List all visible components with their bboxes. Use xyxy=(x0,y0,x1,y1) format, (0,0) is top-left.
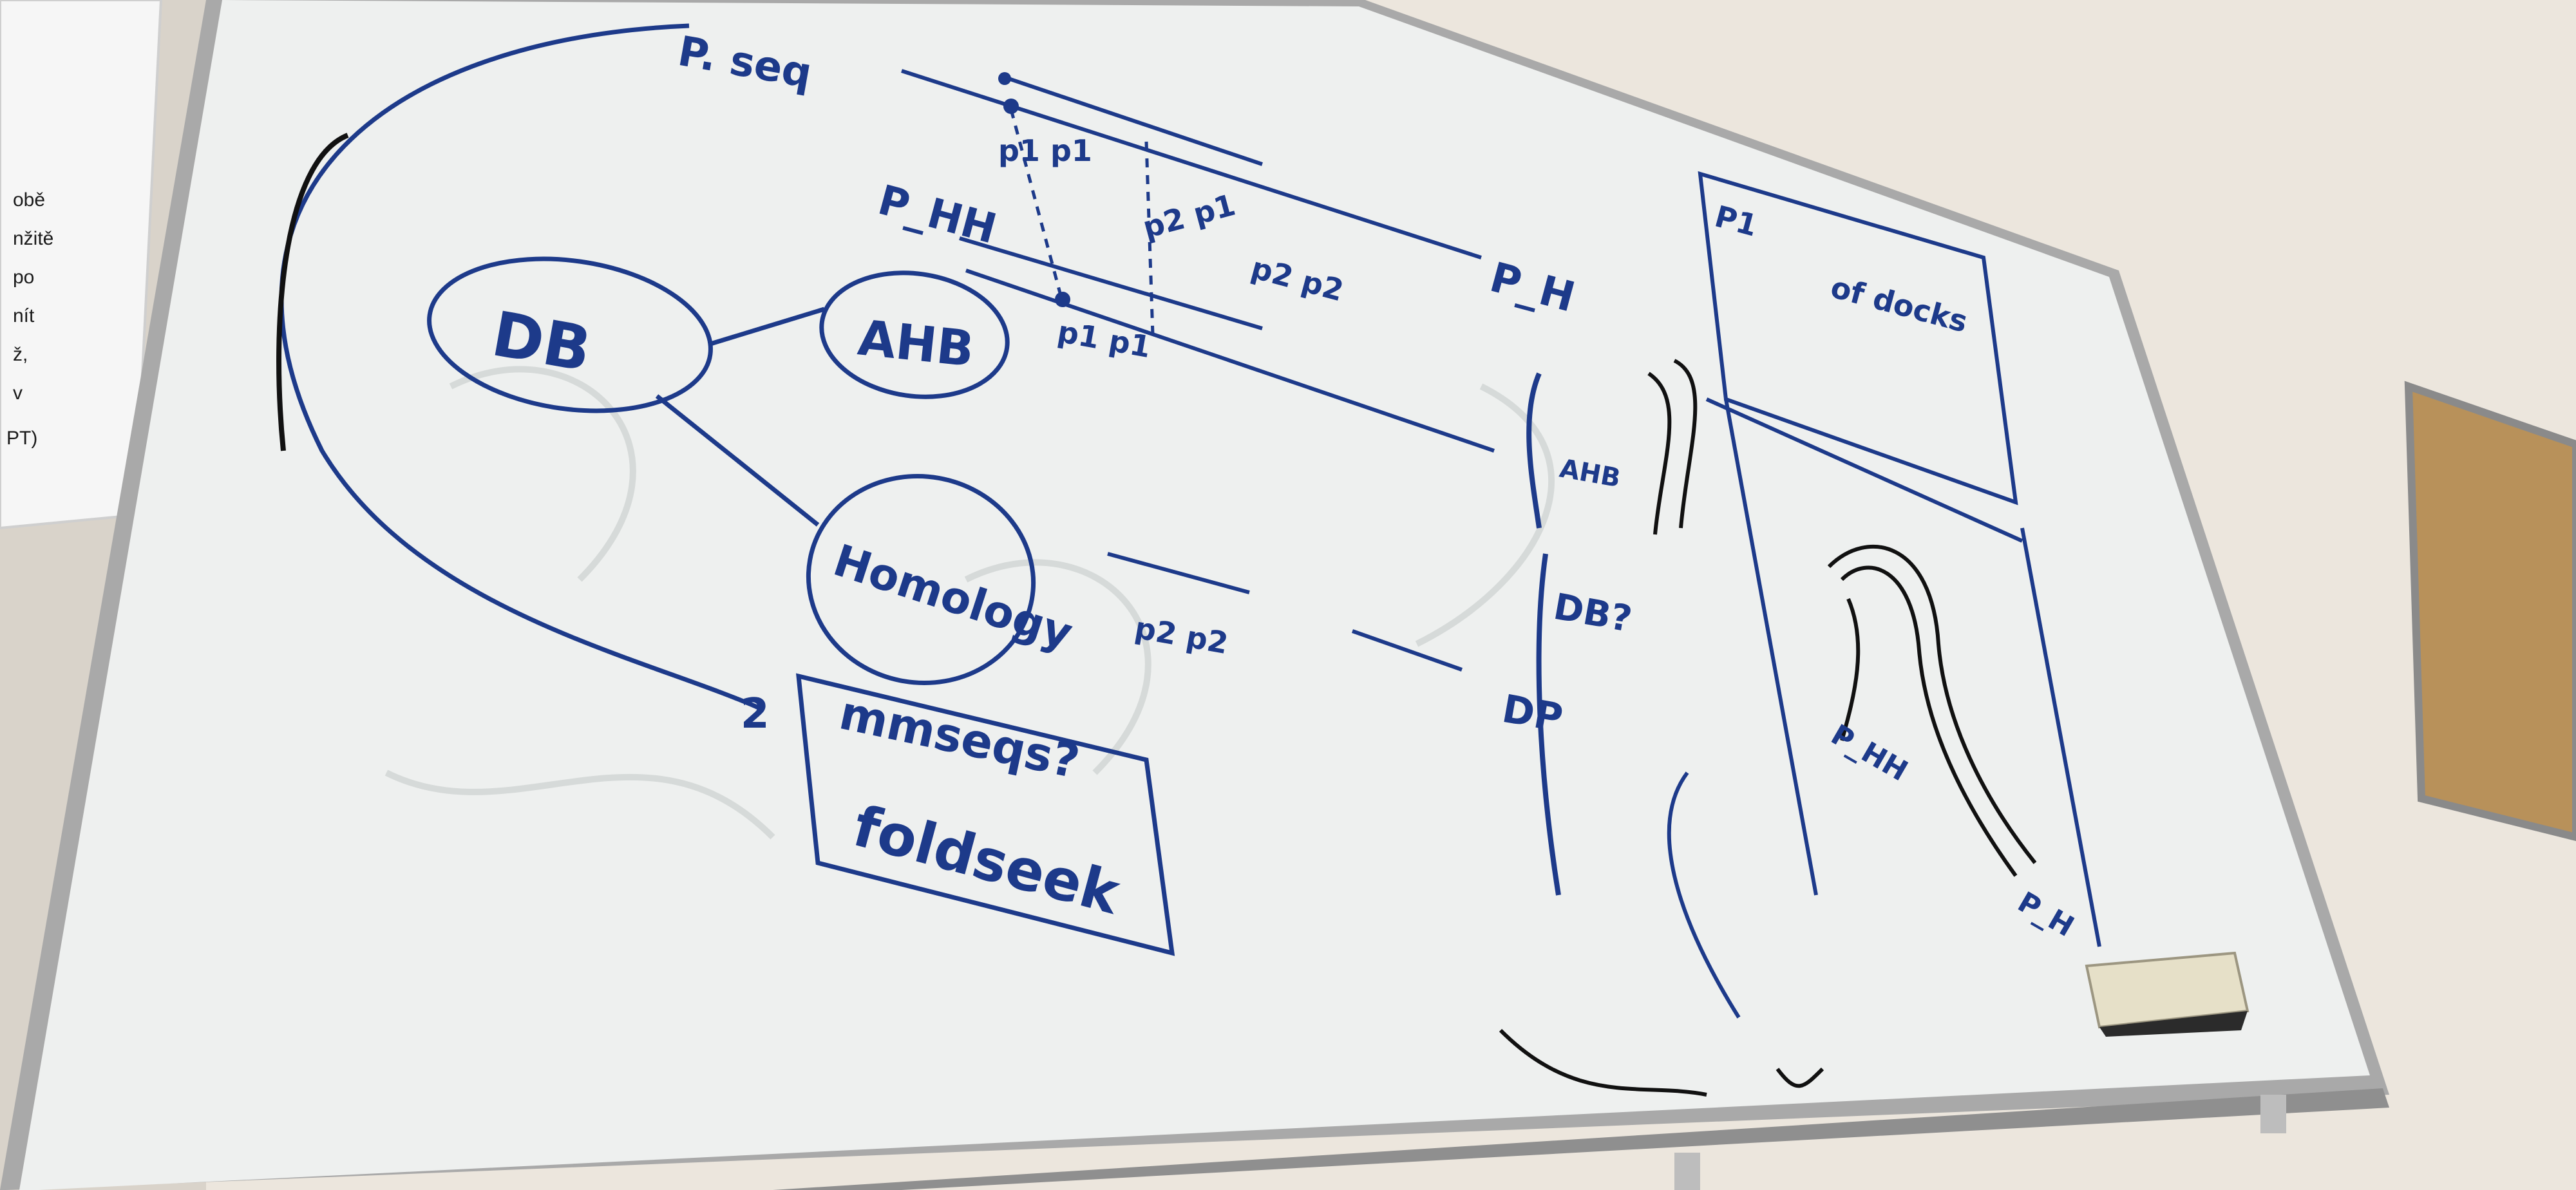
right-panel xyxy=(1526,171,2101,1019)
badge-number: 2 xyxy=(741,690,770,738)
paper-note-line: po xyxy=(13,267,34,288)
structure-sketch xyxy=(1499,359,2037,1097)
db-node: DB xyxy=(427,256,713,413)
segment-label: p1 p1 xyxy=(998,133,1092,168)
ahb-label: AHB xyxy=(855,308,977,377)
paper-note-line: nít xyxy=(13,305,35,326)
sequence-lines xyxy=(901,69,1495,672)
eraser-icon xyxy=(2085,951,2249,1037)
tray-clip xyxy=(2260,1095,2286,1133)
tray-clip xyxy=(1674,1153,1700,1190)
paper-note-line: v xyxy=(13,382,23,404)
ahb-node: AHB xyxy=(819,270,1010,399)
node-connectors xyxy=(655,307,826,527)
sequence-points xyxy=(998,72,1070,307)
marker-tray xyxy=(773,1088,2389,1190)
paper-note-line: obě xyxy=(13,189,45,211)
corkboard xyxy=(2404,381,2576,842)
paper-note-line: nžitě xyxy=(13,228,53,249)
paper-note: obě nžitě po nít ž, v PT) xyxy=(0,0,163,530)
db-label: DB xyxy=(487,298,596,386)
right-label-dp: DP xyxy=(1499,686,1566,741)
whiteboard-surface xyxy=(19,0,2370,1190)
left-bracket xyxy=(276,133,349,451)
paper-note-line: PT) xyxy=(6,428,37,449)
paper-note-line: ž, xyxy=(13,344,28,365)
connection-arc xyxy=(279,23,761,711)
